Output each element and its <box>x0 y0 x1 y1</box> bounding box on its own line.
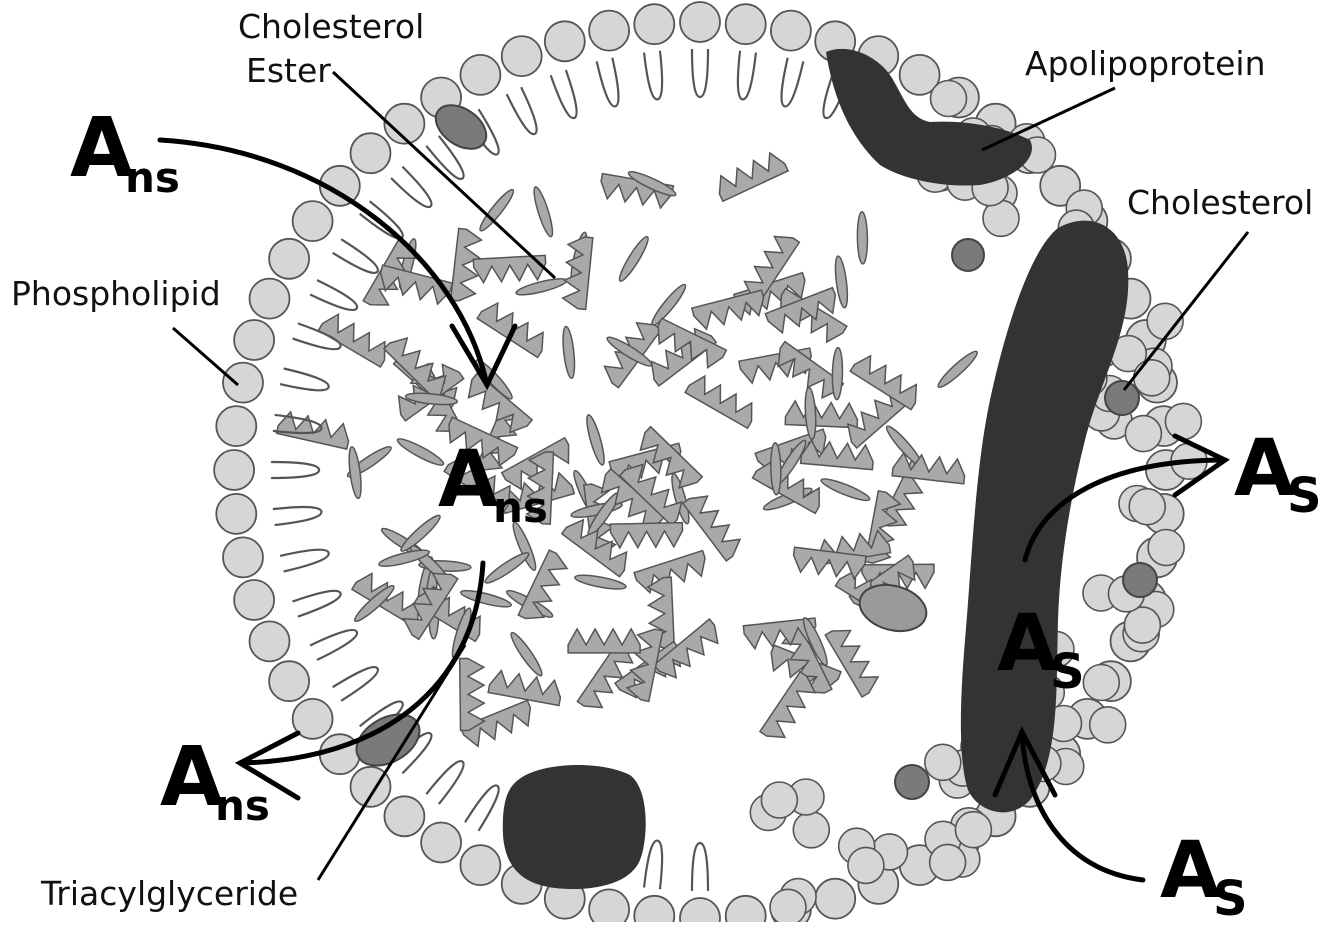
symbol-as-center-main: A <box>997 599 1057 689</box>
symbol-as-bottom-main: A <box>1160 826 1220 916</box>
phospholipid-head <box>269 661 309 701</box>
phospholipid-head <box>1165 403 1201 439</box>
phospholipid-head <box>1090 707 1126 743</box>
phospholipid-head <box>545 21 585 61</box>
phospholipid-head <box>502 36 542 76</box>
symbol-as-bottom: A S <box>1160 826 1248 922</box>
phospholipid-head <box>955 812 991 848</box>
label-phospholipid: Phospholipid <box>11 274 221 313</box>
phospholipid-head <box>815 879 855 919</box>
phospholipid-head <box>384 796 424 836</box>
phospholipid-head <box>351 133 391 173</box>
phospholipid-head <box>634 4 674 44</box>
core-rod <box>770 443 781 495</box>
phospholipid-head <box>770 889 806 922</box>
cholesterol-molecule <box>952 239 984 271</box>
phospholipid-head <box>1124 607 1160 643</box>
cholesterol-molecule <box>1123 563 1157 597</box>
symbol-as-right-main: A <box>1234 424 1294 514</box>
symbol-ans-bottom-sub: ns <box>215 781 270 830</box>
symbol-as-bottom-sub: S <box>1213 871 1248 922</box>
cholesterol-molecule <box>1105 381 1139 415</box>
phospholipid-head <box>1134 360 1170 396</box>
phospholipid-head <box>589 11 629 51</box>
phospholipid-head <box>931 81 967 117</box>
phospholipid-head <box>930 844 966 880</box>
phospholipid-leader <box>173 328 238 385</box>
phospholipid-head <box>421 823 461 863</box>
symbol-ans-center-main: A <box>438 435 498 525</box>
symbol-as-right: A S <box>1234 424 1322 524</box>
symbol-ans-top: A ns <box>70 101 180 202</box>
phospholipid-head <box>1148 530 1184 566</box>
phospholipid-head <box>761 782 797 818</box>
phospholipid-head <box>223 363 263 403</box>
cholesterol-molecule <box>895 765 929 799</box>
label-triacylglyceride: Triacylglyceride <box>40 874 298 913</box>
phospholipid-head <box>250 621 290 661</box>
phospholipid-head <box>293 201 333 241</box>
phospholipid-head <box>460 845 500 885</box>
phospholipid-head <box>216 494 256 534</box>
phospholipid-head <box>214 450 254 490</box>
apolipoprotein-bottom <box>503 765 646 889</box>
phospholipid-head <box>460 55 500 95</box>
phospholipid-head <box>234 320 274 360</box>
symbol-ans-center-sub: ns <box>493 483 548 532</box>
phospholipid-head <box>925 744 961 780</box>
symbol-ans-top-sub: ns <box>125 153 180 202</box>
core-rod <box>857 212 868 264</box>
symbol-as-right-sub: S <box>1287 468 1322 524</box>
phospholipid-head <box>1083 665 1119 701</box>
phospholipid-head <box>793 812 829 848</box>
phospholipid-head <box>269 239 309 279</box>
label-cholesterol-ester-line2: Ester <box>246 51 331 90</box>
phospholipid-head <box>771 11 811 51</box>
phospholipid-head <box>250 279 290 319</box>
phospholipid-head <box>848 847 884 883</box>
symbol-as-center-sub: S <box>1050 644 1085 700</box>
phospholipid-head <box>234 580 274 620</box>
phospholipid-head <box>726 4 766 44</box>
label-apolipoprotein: Apolipoprotein <box>1025 44 1266 83</box>
phospholipid-head <box>680 2 720 42</box>
symbol-ans-bottom: A ns <box>160 730 270 830</box>
label-cholesterol-ester-line1: Cholesterol <box>238 7 424 46</box>
phospholipid-head <box>1129 489 1165 525</box>
phospholipid-head <box>589 889 629 922</box>
phospholipid-head <box>1125 416 1161 452</box>
label-cholesterol: Cholesterol <box>1127 183 1313 222</box>
phospholipid-head <box>216 406 256 446</box>
phospholipid-head <box>223 537 263 577</box>
